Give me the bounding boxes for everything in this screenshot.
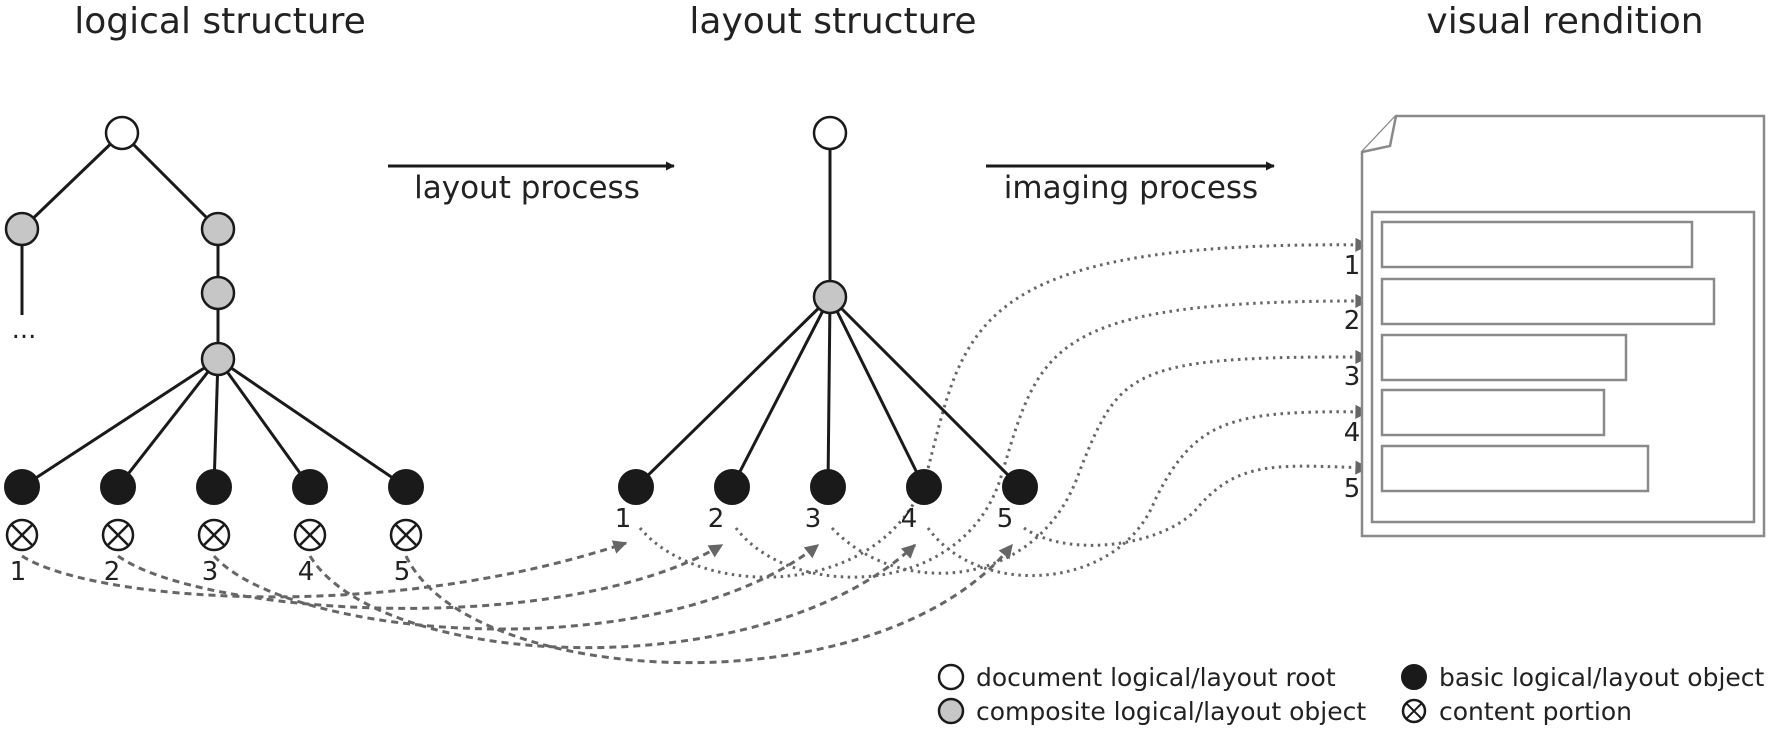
logical-structure-tree: ... 1 2 [4,115,424,587]
layout-tree-edges [634,133,1022,489]
layout-basic-node [906,469,942,505]
legend-content-label: content portion [1439,697,1632,726]
logical-composite-node [200,211,236,247]
legend-composite-label: composite logical/layout object [976,697,1366,726]
legend-content-symbol [1401,698,1427,724]
rendered-block [1380,220,1694,269]
layout-to-visual-connectors [638,237,1370,579]
logical-composite-node [4,211,40,247]
content-portion-icon [293,518,327,552]
rendition-number: 2 [1344,306,1361,336]
content-portion-icon [389,518,423,552]
connector-content-2 [117,543,724,610]
layout-process-label: layout process [414,170,640,206]
content-number: 5 [394,557,411,587]
logical-to-layout-connectors [21,540,1014,665]
layout-number: 3 [805,504,822,534]
connector-visual-3 [830,349,1370,575]
imaging-process-arrow: imaging process [986,161,1275,206]
layout-root-node [812,115,848,151]
logical-basic-node [388,469,424,505]
layout-basic-node [810,469,846,505]
content-portion-icon [5,518,39,552]
connector-visual-5 [1023,460,1370,547]
rendered-block [1380,444,1650,493]
connector-content-3 [212,543,820,631]
layout-basic-node [714,469,750,505]
title-layout-structure: layout structure [689,1,976,42]
legend-basic-symbol [1401,664,1427,690]
ellipsis-text: ... [12,315,37,345]
content-number: 1 [10,557,27,587]
layout-composite-node [812,279,848,315]
legend-root-label: document logical/layout root [976,663,1336,692]
layout-number: 4 [901,504,918,534]
content-number: 2 [104,557,121,587]
layout-basic-node [1002,469,1038,505]
legend: document logical/layout root composite l… [937,663,1765,726]
logical-basic-node [292,469,328,505]
rendered-block [1380,277,1716,326]
content-number: 3 [202,557,219,587]
connector-content-4 [308,543,917,650]
rendition-number: 1 [1344,251,1361,281]
rendition-number: 5 [1344,474,1361,504]
layout-process-arrow: layout process [388,161,675,206]
content-portion-icon [101,518,135,552]
logical-tree-edges [20,131,407,489]
legend-root-symbol [937,663,965,691]
connector-visual-2 [734,293,1370,579]
logical-composite-node [200,341,236,377]
legend-basic-label: basic logical/layout object [1439,663,1765,692]
title-logical-structure: logical structure [74,1,366,42]
layout-number: 5 [997,504,1014,534]
logical-basic-node [196,469,232,505]
layout-structure-tree: 1 2 3 4 5 [615,115,1038,534]
title-visual-rendition: visual rendition [1426,1,1703,42]
content-portion-icon [197,518,231,552]
logical-basic-node [4,469,40,505]
connector-visual-1 [638,237,1370,579]
layout-number: 2 [708,504,725,534]
layout-number: 1 [615,504,632,534]
connector-visual-4 [926,404,1370,577]
logical-basic-node [100,469,136,505]
rendition-number: 3 [1344,362,1361,392]
content-number: 4 [298,557,315,587]
page-corner-fold [1361,115,1398,154]
layout-basic-node [618,469,654,505]
rendered-block [1380,333,1628,382]
visual-rendition-page: 1 2 3 4 5 [1344,114,1766,538]
rendition-number: 4 [1344,418,1361,448]
logical-composite-node [200,275,236,311]
imaging-process-label: imaging process [1004,170,1258,206]
logical-root-node [104,115,140,151]
rendered-block [1380,388,1606,437]
legend-composite-symbol [937,697,965,725]
